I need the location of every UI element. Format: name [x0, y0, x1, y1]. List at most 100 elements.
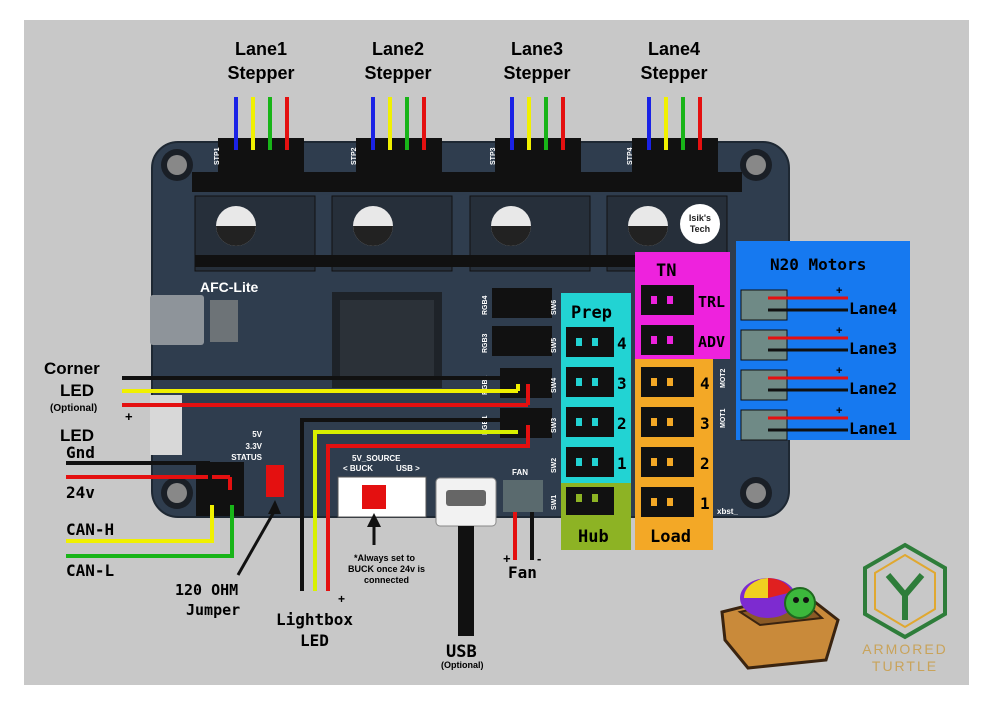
switch-note-2: BUCK once 24v is [348, 564, 425, 574]
prep-connector [566, 407, 614, 437]
fan-label: Fan [508, 563, 537, 582]
brand-badge: Isik's Tech [680, 204, 720, 244]
fan-connector [503, 480, 543, 512]
prep-number: 1 [617, 454, 627, 473]
sw-label: SW6 [551, 300, 558, 315]
voltage-label: STATUS [231, 453, 262, 462]
stepper-drivers [194, 195, 728, 272]
lightbox-label-2: LED [300, 631, 329, 650]
n20-plus: + [836, 405, 842, 417]
n20-title: N20 Motors [770, 255, 866, 274]
inductor [150, 295, 204, 345]
prep-number: 3 [617, 374, 627, 393]
brand-line1: Isik's [689, 213, 711, 223]
mot-label: MOT2 [720, 368, 727, 388]
load-pin [651, 458, 657, 466]
prep-pin [592, 458, 598, 466]
usb-port [435, 477, 497, 527]
voltage-label: 5V [252, 430, 262, 439]
stepper-label-lane: Lane4 [648, 39, 700, 59]
rgb-label: RGB4 [482, 295, 489, 315]
source-buck: < BUCK [343, 464, 373, 473]
stepper-label-stepper: Stepper [503, 63, 570, 83]
load-pin [651, 378, 657, 386]
n20-plus: + [836, 285, 842, 297]
load-pin [667, 418, 673, 426]
tn-title: TN [656, 261, 676, 281]
led-label: LED [60, 426, 94, 445]
switch-note-1: *Always set to [354, 553, 416, 563]
source-title: 5V_SOURCE [352, 454, 401, 463]
n20-lane-label: Lane3 [849, 339, 897, 358]
sw-label: SW1 [551, 495, 558, 510]
tn-item-trl: TRL [698, 293, 725, 311]
tn-item-adv: ADV [698, 333, 725, 351]
prep-connector [566, 447, 614, 477]
load-title: Load [650, 527, 691, 547]
n20-lane-label: Lane4 [849, 299, 897, 318]
n20-connector [740, 289, 788, 321]
left-wires [66, 376, 534, 636]
capacitor-block [210, 300, 238, 342]
prep-number: 4 [617, 334, 627, 353]
sw-label: SW2 [551, 458, 558, 473]
mot-label: MOT1 [720, 408, 727, 428]
stepper-label-stepper: Stepper [640, 63, 707, 83]
stepper-header-label: STP2 [351, 147, 358, 165]
voltage-label: 3.3V [246, 442, 263, 451]
load-pin [667, 458, 673, 466]
ohm-label-1: 120 OHM [175, 581, 238, 599]
load-number: 3 [700, 414, 710, 433]
led-plus: + [125, 409, 133, 424]
hub-title: Hub [578, 527, 609, 547]
ohm-jumper [266, 465, 284, 497]
gnd-label: Gnd [66, 443, 95, 462]
n20-connector [740, 409, 788, 441]
prep-pin [592, 418, 598, 426]
n20-lane-label: Lane1 [849, 419, 897, 438]
can-l-label: CAN-L [66, 561, 114, 580]
fan-minus: - [537, 551, 541, 566]
hub-group: Hub [561, 483, 631, 550]
prep-pin [592, 338, 598, 346]
sw-label: SW5 [551, 338, 558, 353]
stepper-label-lane: Lane1 [235, 39, 287, 59]
prep-connector [566, 367, 614, 397]
n20-connector [740, 369, 788, 401]
stepper-connectors [218, 138, 718, 172]
rgb-label: RGB2 [482, 375, 489, 395]
usb-label: USB [446, 642, 477, 662]
prep-connector [566, 327, 614, 357]
stepper-label-lane: Lane3 [511, 39, 563, 59]
source-usb: USB > [396, 464, 420, 473]
load-pin [651, 418, 657, 426]
fan-plus: + [503, 551, 511, 566]
prep-title: Prep [571, 303, 612, 323]
prep-pin [576, 458, 582, 466]
v24-label: 24v [66, 483, 95, 502]
can-connector [196, 462, 244, 516]
switch-note-3: connected [364, 575, 409, 585]
prep-pin [592, 378, 598, 386]
stepper-label-lane: Lane2 [372, 39, 424, 59]
load-number: 4 [700, 374, 710, 393]
sw-label: SW3 [551, 418, 558, 433]
board-name: AFC-Lite [200, 279, 259, 295]
source-switch [337, 476, 427, 518]
prep-pin [576, 418, 582, 426]
load-pin [667, 498, 673, 506]
tn-group: TN TRL ADV [635, 252, 730, 359]
usb-optional: (Optional) [441, 660, 484, 670]
rgb-label: RGB1 [482, 415, 489, 435]
load-pin [667, 378, 673, 386]
stepper-header-label: STP1 [214, 147, 221, 165]
prep-number: 2 [617, 414, 627, 433]
stepper-header-label: STP4 [627, 147, 634, 165]
prep-pin [576, 338, 582, 346]
mcu-chip [332, 292, 442, 388]
armored-turtle-logo: ARMORED TURTLE [862, 542, 947, 674]
lightbox-plus: + [338, 592, 345, 606]
fan-header-label: FAN [512, 468, 528, 477]
board-corner-text: xbst_ [717, 507, 738, 516]
